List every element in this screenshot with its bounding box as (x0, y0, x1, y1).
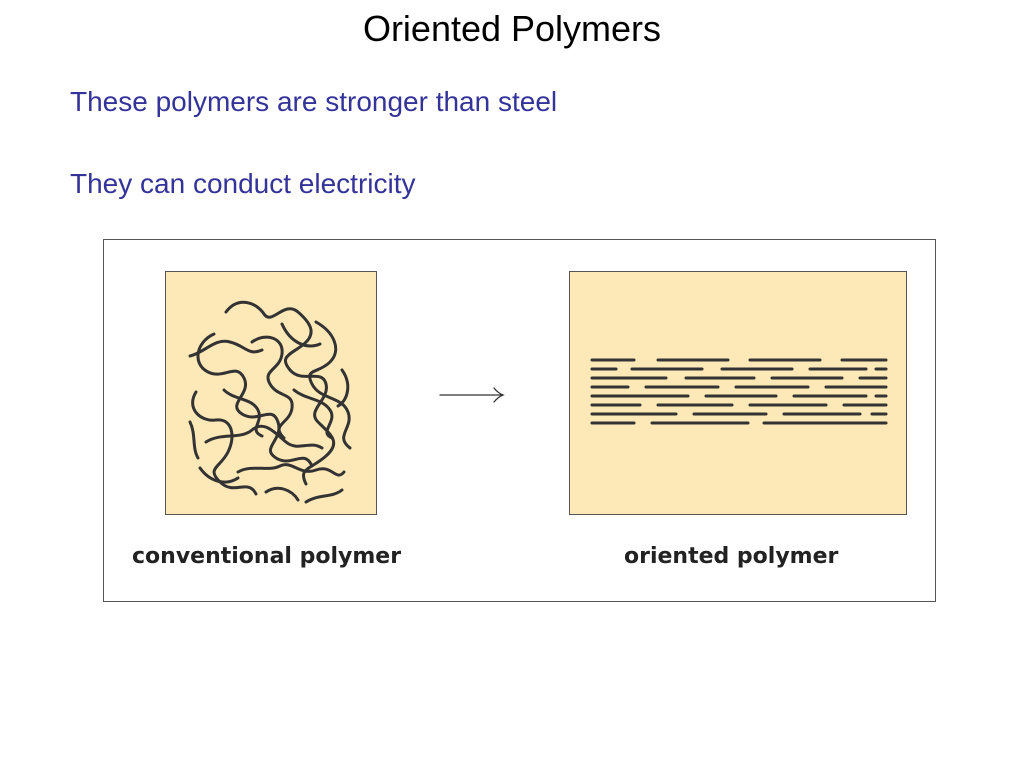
conventional-polymer-caption: conventional polymer (132, 544, 402, 569)
right-arrow-icon (439, 387, 505, 403)
oriented-polymer-caption: oriented polymer (624, 544, 839, 569)
tangled-chains-illustration (188, 300, 352, 504)
polymer-figure: conventional polymer oriented polymer (103, 239, 936, 602)
slide-title: Oriented Polymers (362, 8, 662, 49)
bullet-conductivity: They can conduct electricity (70, 168, 416, 199)
bullet-strength: These polymers are stronger than steel (70, 86, 558, 117)
conventional-polymer-panel (165, 271, 377, 515)
oriented-polymer-panel (569, 271, 907, 515)
aligned-chains-illustration (590, 358, 888, 425)
